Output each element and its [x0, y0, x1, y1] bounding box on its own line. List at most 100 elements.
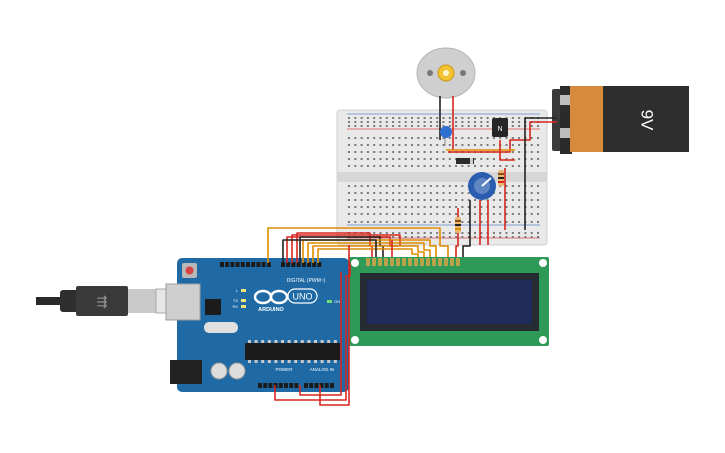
chip-pin	[307, 340, 311, 343]
capacitor-2	[228, 362, 246, 380]
breadboard-hole	[436, 117, 439, 119]
breadboard[interactable]	[336, 109, 548, 246]
breadboard-hole	[348, 165, 350, 167]
wire-transistor-red[interactable]	[499, 140, 515, 161]
breadboard-hole	[499, 236, 502, 238]
header-pin	[309, 383, 314, 388]
breadboard-hole	[467, 213, 470, 215]
potentiometer[interactable]	[468, 172, 496, 200]
wire-orange-2[interactable]	[302, 239, 437, 263]
breadboard-hole	[537, 192, 539, 194]
wire-dark-1[interactable]	[299, 236, 384, 263]
breadboard-hole	[379, 158, 382, 160]
wire-red-5v[interactable]	[274, 263, 351, 401]
breadboard-hole	[366, 192, 369, 194]
wire-orange-4[interactable]	[312, 245, 425, 263]
breadboard-hole	[354, 151, 357, 153]
wire-battery-dark[interactable]	[524, 117, 557, 230]
breadboard-hole	[518, 121, 521, 123]
breadboard-hole	[518, 117, 521, 119]
breadboard-hole	[398, 165, 401, 167]
breadboard-hole	[530, 206, 533, 208]
capacitor-1	[210, 362, 228, 380]
breadboard-hole	[417, 144, 420, 146]
breadboard-hole	[480, 144, 483, 146]
breadboard-hole	[373, 121, 376, 123]
breadboard-hole	[417, 232, 420, 234]
breadboard-hole	[518, 158, 521, 160]
breadboard-hole	[404, 185, 407, 187]
wire-dark-a0[interactable]	[319, 245, 350, 406]
breadboard-hole	[442, 158, 445, 160]
header-pin	[289, 383, 294, 388]
breadboard-hole	[518, 232, 521, 234]
lcd-pin	[426, 258, 430, 266]
chip-pin	[320, 360, 324, 363]
breadboard-hole	[411, 158, 413, 160]
breadboard-hole	[461, 213, 464, 215]
breadboard-hole	[429, 221, 432, 223]
breadboard-hole	[467, 199, 470, 201]
header-pin	[230, 262, 235, 267]
breadboard-hole	[429, 185, 432, 187]
wire-orange-1[interactable]	[267, 227, 449, 263]
breadboard-hole	[511, 158, 514, 160]
wires-power	[274, 245, 351, 406]
breadboard-hole	[442, 151, 445, 153]
breadboard-hole	[511, 125, 514, 127]
breadboard-hole	[373, 232, 376, 234]
breadboard-hole	[360, 165, 363, 167]
breadboard-hole	[480, 158, 483, 160]
usb-cable[interactable]: ⇶	[36, 286, 181, 316]
breadboard-hole	[480, 232, 483, 234]
breadboard-hole	[411, 221, 413, 223]
breadboard-hole	[373, 221, 376, 223]
breadboard-hole	[461, 125, 464, 127]
breadboard-hole	[505, 144, 508, 146]
breadboard-hole	[511, 221, 514, 223]
breadboard-hole	[392, 117, 395, 119]
resistor-2[interactable]	[455, 217, 461, 233]
header-pin	[246, 262, 250, 267]
breadboard-hole	[467, 125, 470, 127]
header-pin	[263, 383, 268, 388]
transistor-npn[interactable]: N	[492, 118, 508, 137]
wire-dark-2[interactable]	[282, 239, 377, 263]
diode[interactable]	[456, 158, 474, 164]
breadboard-hole	[366, 185, 369, 187]
breadboard-hole	[348, 137, 350, 139]
chip-pin	[287, 360, 291, 363]
resistor-1[interactable]	[498, 170, 504, 186]
breadboard-hole	[366, 125, 369, 127]
breadboard-hole	[411, 236, 413, 238]
chip-pin	[274, 360, 278, 363]
breadboard-hole	[474, 125, 476, 127]
breadboard-hole	[455, 144, 458, 146]
breadboard-hole	[385, 185, 388, 187]
breadboard-hole	[537, 232, 539, 234]
breadboard-hole	[354, 199, 357, 201]
lcd-16x2[interactable]	[349, 257, 549, 346]
battery-9v[interactable]: 9V	[552, 86, 689, 154]
breadboard-hole	[537, 236, 539, 238]
breadboard-hole	[448, 158, 451, 160]
capacitor-ceramic[interactable]	[440, 126, 452, 146]
wire-orange-5[interactable]	[317, 248, 419, 263]
infinity-logo-icon	[253, 289, 289, 305]
breadboard-hole	[467, 192, 470, 194]
breadboard-hole	[492, 221, 495, 223]
breadboard-hole	[518, 165, 521, 167]
dc-motor[interactable]	[416, 47, 476, 99]
breadboard-hole	[360, 137, 363, 139]
wire-orange-3[interactable]	[307, 242, 431, 263]
battery-body	[570, 86, 605, 152]
breadboard-hole	[404, 125, 407, 127]
arduino-uno[interactable]: ARDUINO UNO DIGITAL (PWM~) POWER ANALOG …	[165, 258, 349, 392]
breadboard-hole	[423, 144, 426, 146]
breadboard-hole	[392, 199, 395, 201]
wire-pot-dark[interactable]	[462, 200, 471, 257]
breadboard-hole	[436, 192, 439, 194]
breadboard-hole	[492, 158, 495, 160]
breadboard-hole	[480, 199, 483, 201]
breadboard-hole	[486, 144, 489, 146]
